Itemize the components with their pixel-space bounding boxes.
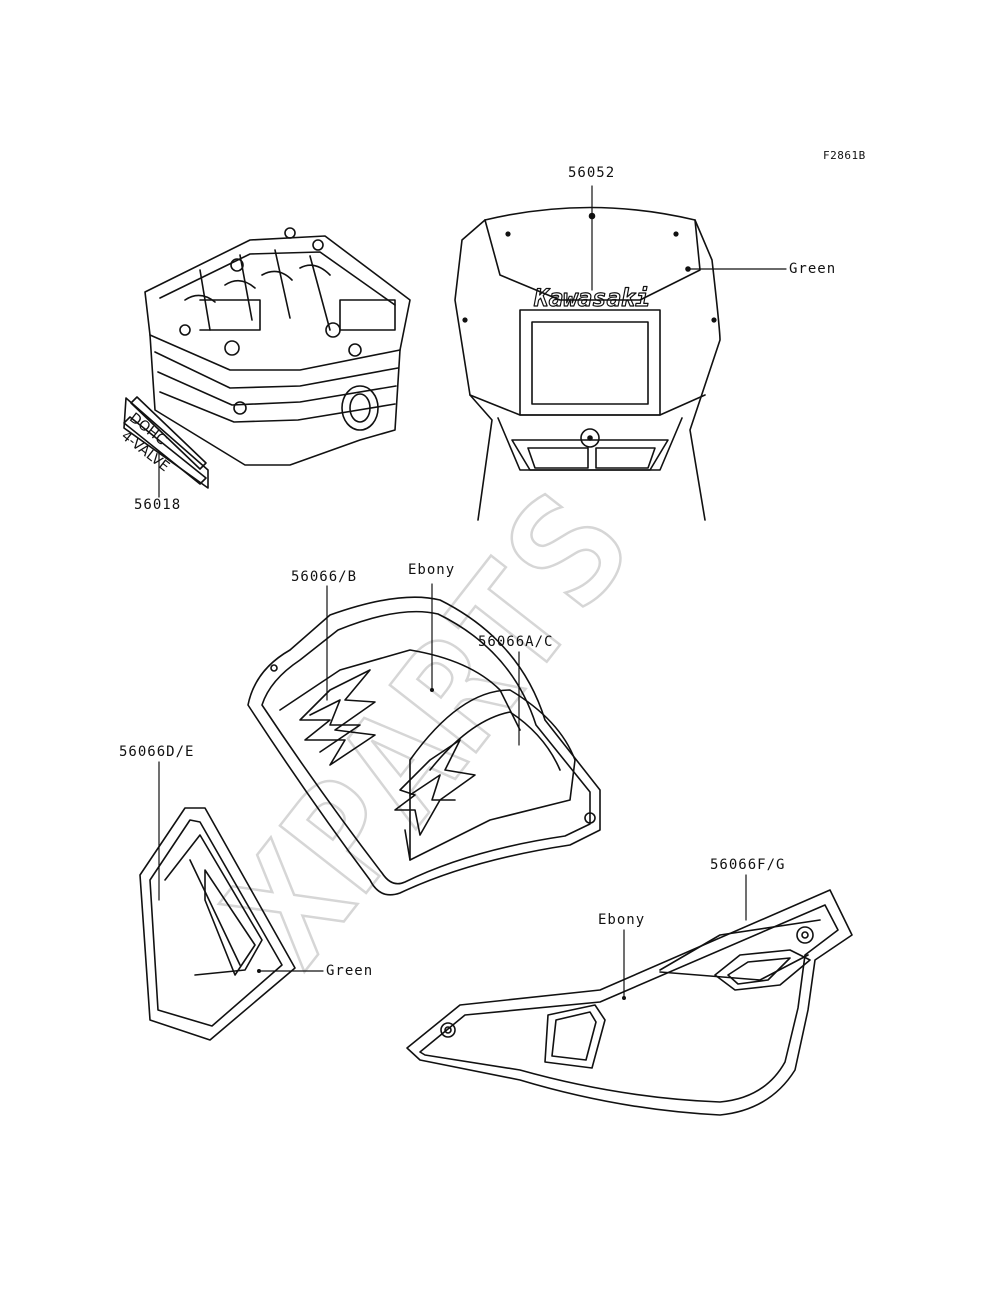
small-cover-color-label: Green xyxy=(326,963,374,979)
leader-lines xyxy=(158,185,787,999)
figure-code: F2861B xyxy=(823,149,866,162)
part-number-56066d-e: 56066D/E xyxy=(119,744,195,760)
part-number-56066a-c: 56066A/C xyxy=(478,634,554,650)
fairing-color-label: Green xyxy=(789,261,837,277)
tank-emblem-right xyxy=(394,739,476,836)
cylinder-head-illustration xyxy=(144,227,411,466)
leader-dots xyxy=(257,688,626,1000)
side-cover-illustration xyxy=(406,889,853,1116)
dohc-decal xyxy=(123,396,209,489)
part-number-56066-b: 56066/B xyxy=(291,569,358,585)
tank-color-label: Ebony xyxy=(408,562,456,578)
side-cover-color-label: Ebony xyxy=(598,912,646,928)
part-number-56066f-g: 56066F/G xyxy=(710,857,786,873)
small-cover-illustration xyxy=(139,807,296,1041)
fairing-illustration xyxy=(454,206,721,521)
side-cover-emblem xyxy=(714,949,811,991)
part-number-56052: 56052 xyxy=(568,165,616,181)
part-number-56018: 56018 xyxy=(134,497,182,513)
tank-emblem-left xyxy=(299,669,376,766)
